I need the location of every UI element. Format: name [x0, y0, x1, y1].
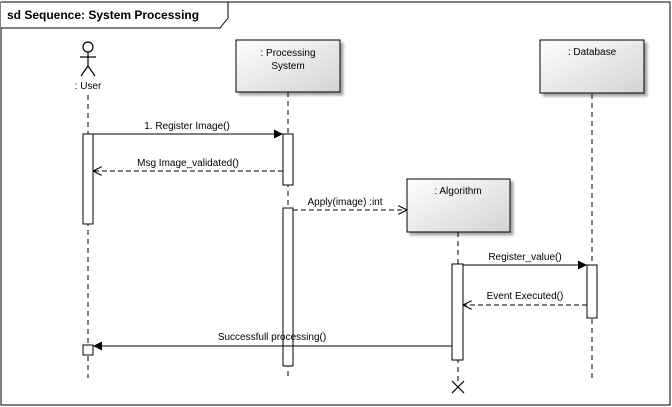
algorithm-label: : Algorithm	[434, 186, 481, 197]
processing-system-label-line2: System	[271, 61, 304, 72]
processing-activation-bar-2	[282, 207, 294, 367]
message-successful-processing-label: Successfull processing()	[218, 332, 326, 343]
message-register-image-label: 1. Register Image()	[144, 121, 230, 132]
user-actor-icon	[80, 41, 96, 77]
frame-title-tab	[1, 1, 229, 29]
user-label: : User	[75, 81, 102, 92]
database-box	[539, 39, 645, 94]
frame-title: sd Sequence: System Processing	[7, 8, 199, 22]
destruction-mark-icon	[451, 380, 465, 394]
user-final-activation	[82, 344, 94, 356]
processing-system-label-line1: : Processing	[260, 48, 315, 59]
message-apply-image-label: Apply(image) :int	[307, 197, 382, 208]
processing-system-box	[235, 39, 341, 93]
algorithm-box	[406, 178, 511, 233]
database-activation-bar	[586, 264, 598, 319]
database-label: : Database	[568, 47, 617, 58]
message-register-value-label: Register_value()	[488, 252, 561, 263]
user-activation-bar	[82, 133, 94, 225]
algorithm-activation-bar	[451, 263, 464, 361]
processing-activation-bar-1	[282, 133, 294, 186]
message-event-executed-label: Event Executed()	[487, 291, 564, 302]
message-image-validated-label: Msg Image_validated()	[137, 158, 239, 169]
